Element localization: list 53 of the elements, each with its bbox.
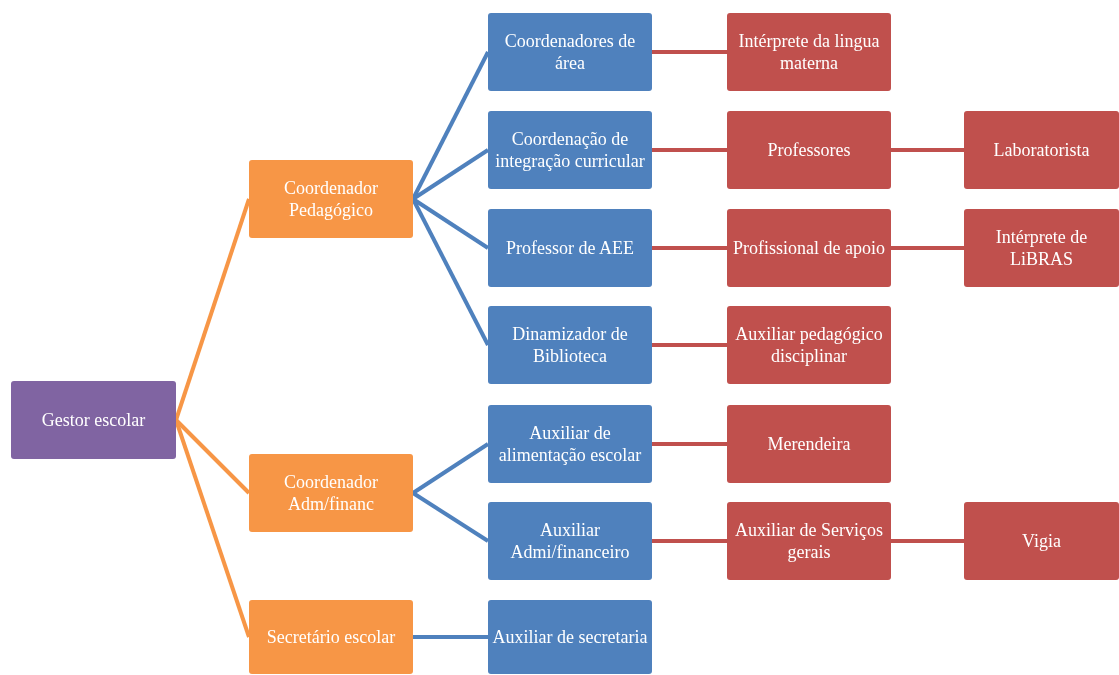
connector-line <box>652 442 727 446</box>
role-label: Auxiliar Admi/financeiro <box>509 519 631 563</box>
role-label: Auxiliar de alimentação escolar <box>497 422 643 466</box>
role-label: Gestor escolar <box>41 409 146 431</box>
org-box <box>727 405 891 483</box>
org-box <box>488 306 652 384</box>
org-box <box>488 209 652 287</box>
role-label: Intérprete de LiBRAS <box>994 226 1089 270</box>
role-label: Auxiliar pedagógico disciplinar <box>734 323 884 367</box>
org-box <box>488 405 652 483</box>
org-box <box>488 13 652 91</box>
org-box <box>249 600 413 674</box>
connector-line <box>652 246 727 250</box>
role-label: Vigia <box>1022 530 1061 552</box>
role-label: Professor de AEE <box>506 237 634 259</box>
role-label: Professores <box>767 139 851 161</box>
org-box <box>488 111 652 189</box>
org-box <box>727 502 891 580</box>
org-box <box>964 111 1119 189</box>
org-box <box>249 454 413 532</box>
role-label: Coordenador Adm/financ <box>283 471 379 515</box>
org-box <box>727 111 891 189</box>
connector-line <box>891 148 964 152</box>
role-label: Intérprete da lingua materna <box>737 30 881 74</box>
org-box <box>488 502 652 580</box>
role-label: Profissional de apoio <box>733 237 885 259</box>
role-label: Coordenadores de área <box>503 30 637 74</box>
role-label: Auxiliar de secretaria <box>492 626 648 648</box>
org-box <box>727 13 891 91</box>
role-label: Merendeira <box>767 433 851 455</box>
connector-line <box>652 539 727 543</box>
connector-line <box>652 343 727 347</box>
connector-line <box>891 246 964 250</box>
org-box <box>249 160 413 238</box>
connector-line <box>411 442 490 495</box>
role-label: Auxiliar de Serviços gerais <box>734 519 884 563</box>
org-box <box>727 209 891 287</box>
role-label: Laboratorista <box>993 139 1090 161</box>
role-label: Secretário escolar <box>266 626 396 648</box>
connector-line <box>174 198 251 421</box>
connector-line <box>413 635 488 639</box>
org-box <box>964 502 1119 580</box>
role-label: Coordenação de integração curricular <box>494 128 646 172</box>
org-box <box>964 209 1119 287</box>
connector-line <box>891 539 964 543</box>
org-box <box>11 381 176 459</box>
org-box <box>727 306 891 384</box>
connector-line <box>652 50 727 54</box>
role-label: Dinamizador de Biblioteca <box>511 323 629 367</box>
connector-line <box>652 148 727 152</box>
connector-line <box>411 491 490 543</box>
org-box <box>488 600 652 674</box>
role-label: Coordenador Pedagógico <box>283 177 379 221</box>
